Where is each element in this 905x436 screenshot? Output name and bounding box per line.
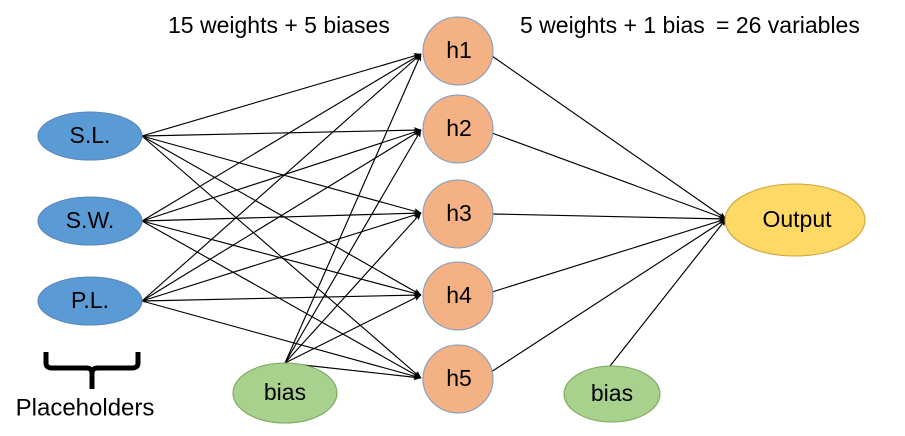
placeholders-caption: Placeholders — [16, 394, 155, 421]
brace-icon — [43, 352, 141, 376]
edge-h4-output — [491, 218, 727, 293]
node-h2-label: h2 — [446, 115, 472, 141]
node-bias-hidden[interactable]: bias — [232, 362, 338, 424]
edge-sw-h2 — [141, 129, 422, 222]
node-sw-shape — [37, 196, 143, 246]
node-pl-label: P.L. — [71, 287, 109, 313]
input-layer: S.L. S.W. P.L. — [37, 111, 143, 326]
node-h1[interactable]: h1 — [422, 16, 494, 86]
node-sl[interactable]: S.L. — [37, 111, 143, 161]
edge-bias1-h3 — [284, 212, 422, 364]
edge-bias1-h1 — [284, 53, 422, 364]
node-h3[interactable]: h3 — [422, 179, 494, 249]
edge-bias2-output — [609, 218, 727, 367]
edge-pl-h3 — [141, 212, 422, 302]
annotation-right: = 26 variables — [716, 12, 860, 38]
edge-pl-h2 — [141, 129, 422, 302]
node-h1-shape — [422, 16, 494, 86]
edge-pl-h4 — [141, 292, 422, 302]
node-pl[interactable]: P.L. — [37, 276, 143, 326]
node-h4[interactable]: h4 — [422, 261, 494, 331]
edge-sl-h1 — [141, 53, 422, 137]
node-bias-hidden-shape — [232, 362, 338, 424]
node-output[interactable]: Output — [724, 183, 866, 257]
edge-sl-h3 — [141, 135, 422, 215]
node-output-shape — [724, 183, 866, 257]
node-h2-shape — [422, 94, 494, 164]
edge-pl-h5 — [141, 300, 422, 380]
annotation-left: 15 weights + 5 biases — [168, 12, 390, 38]
node-h3-label: h3 — [446, 200, 472, 226]
node-h4-shape — [422, 261, 494, 331]
edges-input-to-hidden — [141, 53, 422, 380]
node-h2[interactable]: h2 — [422, 94, 494, 164]
node-sw[interactable]: S.W. — [37, 196, 143, 246]
node-h1-label: h1 — [446, 37, 472, 63]
node-sl-label: S.L. — [70, 122, 111, 148]
node-pl-shape — [37, 276, 143, 326]
placeholders-brace — [43, 352, 141, 389]
edge-sw-h1 — [141, 53, 422, 222]
edge-h2-output — [491, 132, 727, 220]
node-h5[interactable]: h5 — [422, 344, 494, 414]
edge-sl-h2 — [141, 127, 422, 137]
edge-pl-h1 — [141, 53, 422, 302]
node-h3-shape — [422, 179, 494, 249]
edge-h3-output — [492, 213, 727, 222]
node-bias-hidden-label: bias — [264, 379, 306, 405]
edge-bias1-h4 — [284, 294, 422, 364]
edge-sw-h3 — [141, 210, 422, 222]
node-h5-label: h5 — [446, 365, 472, 391]
edge-sw-h4 — [141, 220, 422, 297]
node-bias-output-label: bias — [591, 380, 633, 406]
node-h5-shape — [422, 344, 494, 414]
edges-bias-to-output — [609, 218, 727, 367]
node-h4-label: h4 — [446, 282, 472, 308]
edge-sw-h5 — [141, 220, 422, 379]
edges-bias-to-hidden — [284, 53, 422, 381]
node-output-label: Output — [762, 206, 832, 232]
edge-h5-output — [490, 218, 727, 373]
hidden-layer: h1 h2 h3 h4 h5 — [422, 16, 494, 414]
edges-hidden-to-output — [490, 55, 727, 373]
node-bias-output[interactable]: bias — [563, 365, 661, 423]
annotation-middle: 5 weights + 1 bias — [520, 12, 705, 38]
node-sw-label: S.W. — [66, 207, 115, 233]
node-sl-shape — [37, 111, 143, 161]
edge-bias1-h2 — [284, 129, 422, 364]
edge-h1-output — [491, 55, 727, 220]
node-bias-output-shape — [563, 365, 661, 423]
